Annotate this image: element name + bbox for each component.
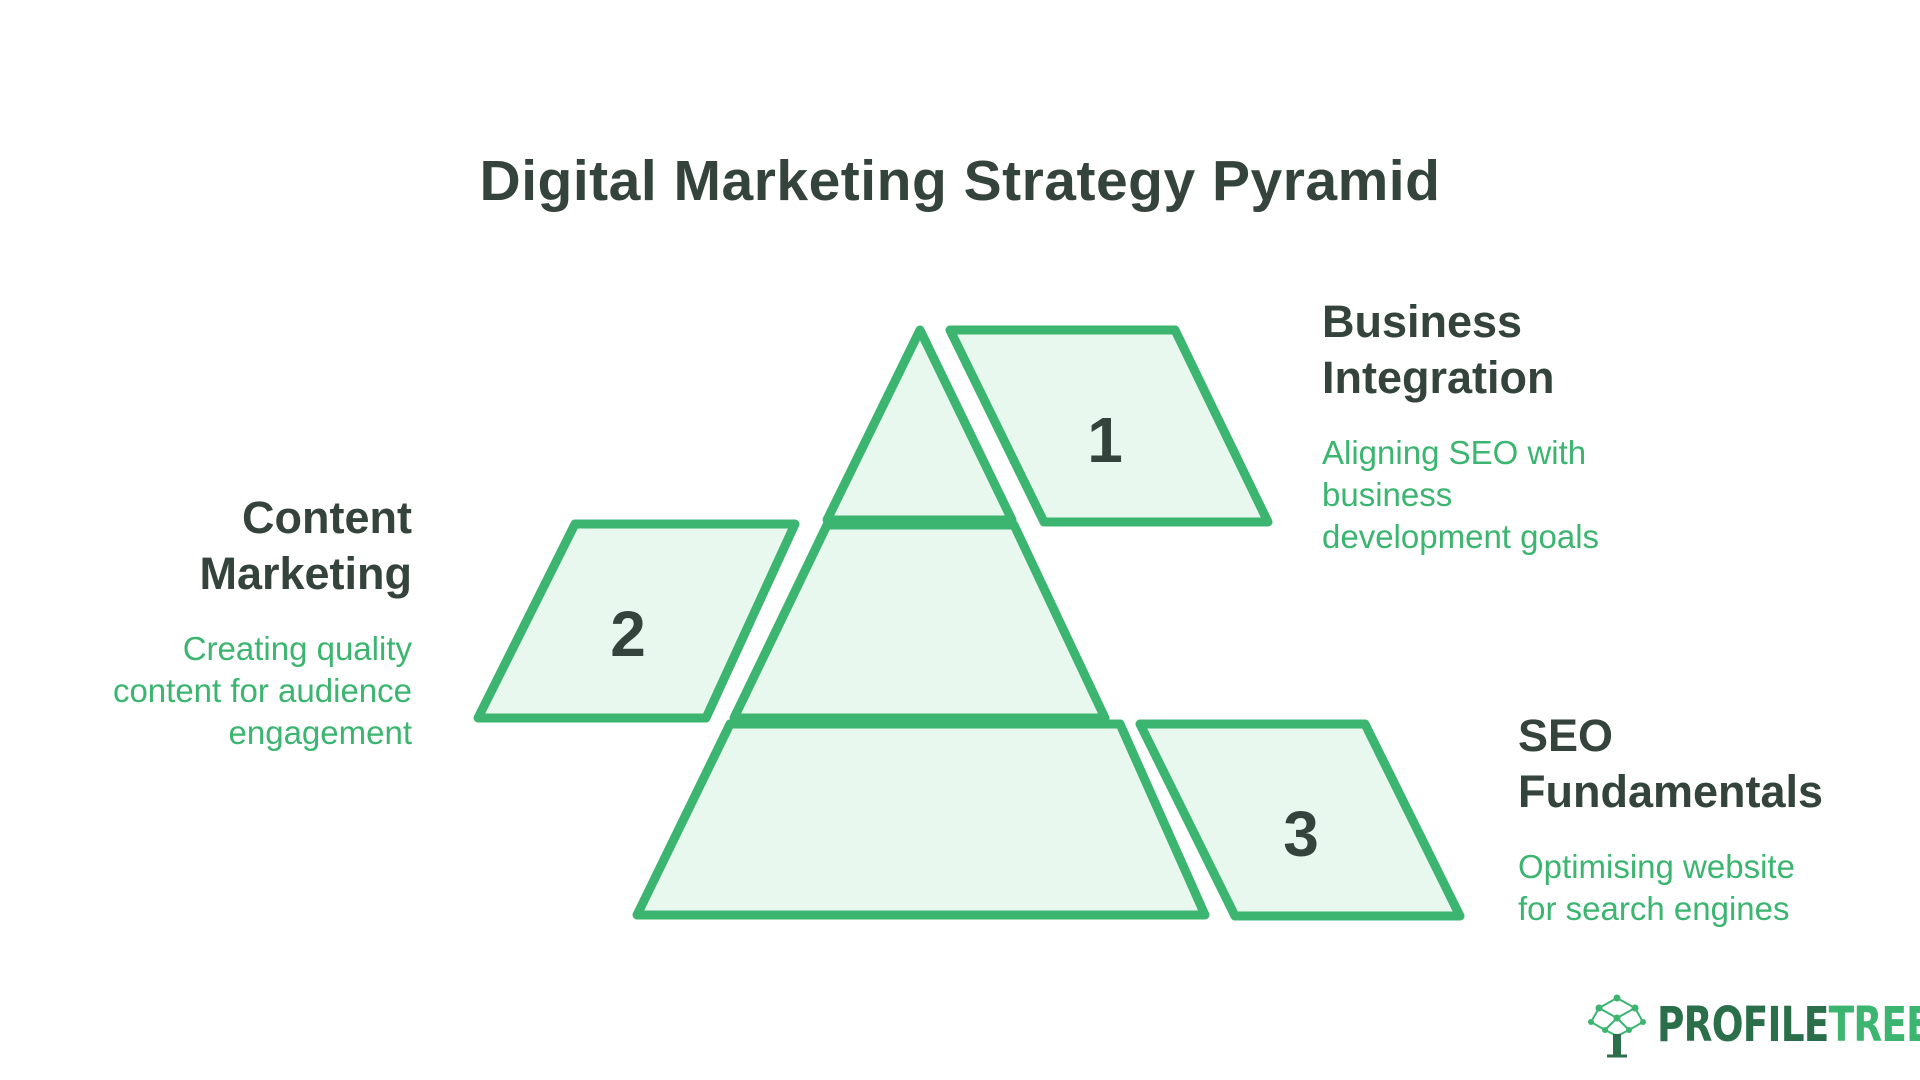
pyramid-tier-bottom [632, 719, 1210, 920]
level-1-heading: Business Integration [1322, 296, 1555, 403]
level-number-3: 3 [1283, 798, 1319, 870]
level-3-heading: SEO Fundamentals [1518, 710, 1824, 817]
level-2-description: Creating quality content for audience en… [112, 630, 412, 751]
level-2-heading: Content Marketing [199, 492, 412, 599]
diagram-title: Digital Marketing Strategy Pyramid [479, 149, 1441, 213]
logo-wordmark: PROFILETREE [1657, 990, 1920, 1060]
pyramid-tier-middle [729, 520, 1110, 723]
pyramid-tier-top [822, 325, 1017, 525]
level-3-description: Optimising website for search engines [1518, 848, 1795, 927]
number-panel-1 [945, 325, 1273, 527]
level-number-1: 1 [1087, 404, 1123, 476]
logo-text-tree: TREE [1828, 997, 1920, 1053]
profiletree-logo: PROFILETREE [1585, 990, 1920, 1060]
number-panel-2 [473, 519, 800, 723]
logo-text-profile: PROFILE [1657, 997, 1829, 1053]
tree-network-icon [1588, 994, 1646, 1058]
number-panel-3 [1135, 719, 1465, 921]
level-number-2: 2 [610, 598, 646, 670]
level-1-description: Aligning SEO with business development g… [1322, 434, 1600, 555]
